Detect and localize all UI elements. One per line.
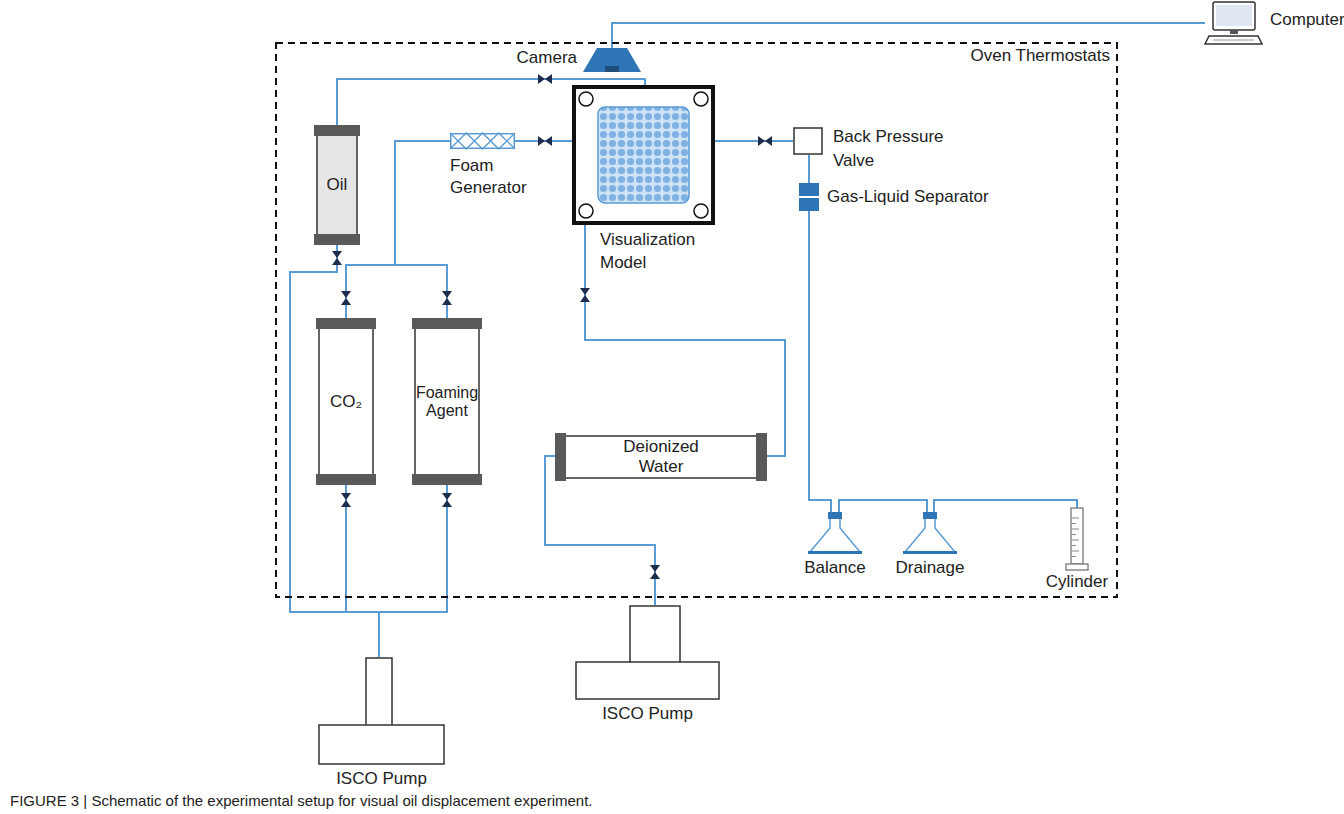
text-group: Camera bbox=[517, 48, 577, 68]
vessel-label: Foaming Agent bbox=[412, 383, 482, 420]
oven-region: Oven ThermostatsCameraOilFoam GeneratorV… bbox=[275, 42, 1118, 598]
valve bbox=[341, 493, 351, 507]
text-group: CO₂ bbox=[316, 392, 376, 412]
text-group: ISCO Pump bbox=[602, 704, 693, 724]
text-group: Foaming Agent bbox=[412, 383, 482, 420]
vessel-label: CO₂ bbox=[316, 392, 376, 412]
figure-caption: FIGURE 3 | Schematic of the experimental… bbox=[10, 792, 593, 809]
node-label: Camera bbox=[517, 48, 577, 68]
node-label: Cylinder bbox=[1046, 572, 1108, 592]
pipe-line bbox=[585, 225, 785, 456]
foaming-agent-vessel: Foaming Agent bbox=[412, 318, 482, 485]
pipe-line bbox=[346, 485, 379, 657]
flask-graphic bbox=[903, 512, 957, 554]
isco-pump: ISCO Pump bbox=[318, 657, 445, 765]
valve bbox=[580, 288, 590, 302]
valve-box-graphic bbox=[793, 127, 823, 155]
node-label: Gas-Liquid Separator bbox=[827, 187, 989, 207]
text-group: Balance bbox=[804, 558, 865, 578]
node-label: Visualization Model bbox=[600, 229, 718, 275]
valve bbox=[341, 291, 351, 305]
text-group: Back Pressure Valve bbox=[833, 125, 973, 173]
gas-liquid-separator: Gas-Liquid Separator bbox=[799, 183, 819, 211]
pump-graphic bbox=[318, 657, 445, 765]
isco-pump: ISCO Pump bbox=[575, 605, 720, 700]
pipe-line bbox=[809, 211, 831, 512]
valve bbox=[538, 74, 552, 84]
text-group: Oil bbox=[314, 175, 360, 195]
node-label: Balance bbox=[804, 558, 865, 578]
drainage-flask: Drainage bbox=[903, 512, 957, 554]
foam-generator: Foam Generator bbox=[450, 133, 515, 149]
camera-graphic bbox=[583, 48, 641, 72]
deionized-water-vessel: Deionized Water bbox=[555, 433, 767, 481]
separator-graphic bbox=[799, 183, 819, 211]
node-label: ISCO Pump bbox=[602, 704, 693, 724]
vessel-label: Oil bbox=[314, 175, 360, 195]
node-label: Back Pressure Valve bbox=[833, 125, 973, 173]
node-label: ISCO Pump bbox=[336, 769, 427, 789]
text-group: Gas-Liquid Separator bbox=[827, 187, 989, 207]
node-label: Foam Generator bbox=[450, 155, 550, 199]
region-label: Oven Thermostats bbox=[970, 46, 1110, 66]
pipe-line bbox=[808, 155, 810, 183]
valve bbox=[442, 493, 452, 507]
text-group: Deionized Water bbox=[555, 437, 767, 476]
valve bbox=[650, 565, 660, 579]
back-pressure-valve: Back Pressure Valve bbox=[793, 127, 823, 155]
visualization-model: Visualization Model bbox=[572, 85, 715, 225]
text-group: Oven Thermostats bbox=[970, 46, 1110, 66]
pipe-line bbox=[934, 500, 1077, 512]
valve bbox=[332, 251, 342, 265]
valve bbox=[442, 291, 452, 305]
valve bbox=[758, 136, 772, 146]
balance-flask: Balance bbox=[808, 512, 862, 554]
pipe-line bbox=[290, 245, 379, 657]
visualization-model-graphic bbox=[572, 85, 715, 225]
co2-vessel: CO₂ bbox=[316, 318, 376, 485]
oil-vessel: Oil bbox=[314, 125, 360, 245]
node-label: Drainage bbox=[896, 558, 965, 578]
text-group: Drainage bbox=[896, 558, 965, 578]
camera-icon: Camera bbox=[583, 48, 641, 72]
pump-graphic bbox=[575, 605, 720, 700]
node-label: Computer bbox=[1270, 10, 1344, 30]
vessel-label: Deionized Water bbox=[615, 437, 707, 476]
pipe-line bbox=[715, 140, 793, 142]
valve bbox=[538, 136, 552, 146]
computer-graphic bbox=[1205, 2, 1262, 44]
flask-graphic bbox=[808, 512, 862, 554]
text-group: Foam Generator bbox=[450, 155, 550, 199]
pipe-line bbox=[346, 141, 450, 318]
text-group: ISCO Pump bbox=[336, 769, 427, 789]
pipe-line bbox=[395, 141, 450, 318]
text-group: Cylinder bbox=[1046, 572, 1108, 592]
graduated-cylinder: Cylinder bbox=[1066, 508, 1088, 570]
foam-generator-graphic bbox=[450, 133, 515, 149]
graduated-cylinder-graphic bbox=[1066, 508, 1088, 570]
text-group: Visualization Model bbox=[600, 229, 718, 275]
pipe-line bbox=[379, 485, 447, 657]
computer-icon: Computer bbox=[1205, 2, 1262, 44]
pipe-line bbox=[839, 500, 927, 512]
text-group: Computer bbox=[1270, 10, 1344, 30]
